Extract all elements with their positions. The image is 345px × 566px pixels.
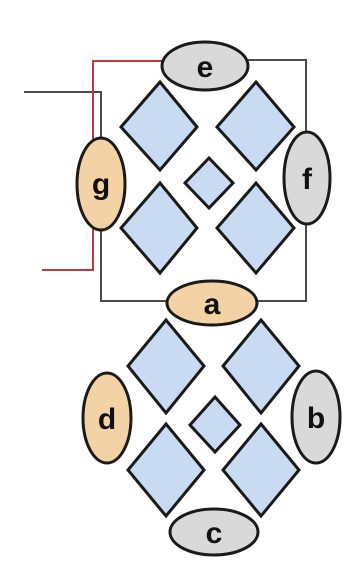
label-d: d (98, 403, 116, 436)
label-a: a (204, 288, 221, 321)
oval-d-shape (81, 371, 133, 465)
oval-b-shape (290, 369, 342, 465)
diamond-tile (187, 394, 243, 455)
label-e: e (197, 51, 214, 84)
oval-a: a (165, 279, 259, 327)
oval-a-shape (165, 279, 259, 327)
diamond-tile (126, 317, 206, 416)
oval-c: c (168, 507, 260, 557)
label-b: b (307, 402, 325, 435)
oval-c-shape (168, 507, 260, 557)
diamond-tile (214, 79, 296, 173)
lower-diamond-cluster (126, 317, 301, 519)
diamond-tile (215, 180, 296, 276)
diamond-tile (118, 79, 199, 173)
diamond-tile (221, 317, 301, 416)
oval-b: b (290, 369, 342, 465)
diamond-tile (119, 180, 199, 276)
oval-f: f (282, 130, 332, 226)
upper-diamond-cluster (118, 79, 296, 276)
oval-d: d (81, 371, 133, 465)
label-g: g (92, 168, 110, 201)
diamond-tile (182, 155, 236, 211)
diamond-tile (126, 421, 206, 519)
label-c: c (206, 517, 223, 550)
oval-e: e (160, 40, 250, 92)
oval-g: g (75, 136, 127, 232)
oval-e-shape (160, 40, 250, 92)
oval-f-shape (282, 130, 332, 226)
oval-g-shape (75, 136, 127, 232)
label-f: f (302, 163, 313, 196)
diamond-tile (221, 421, 301, 519)
